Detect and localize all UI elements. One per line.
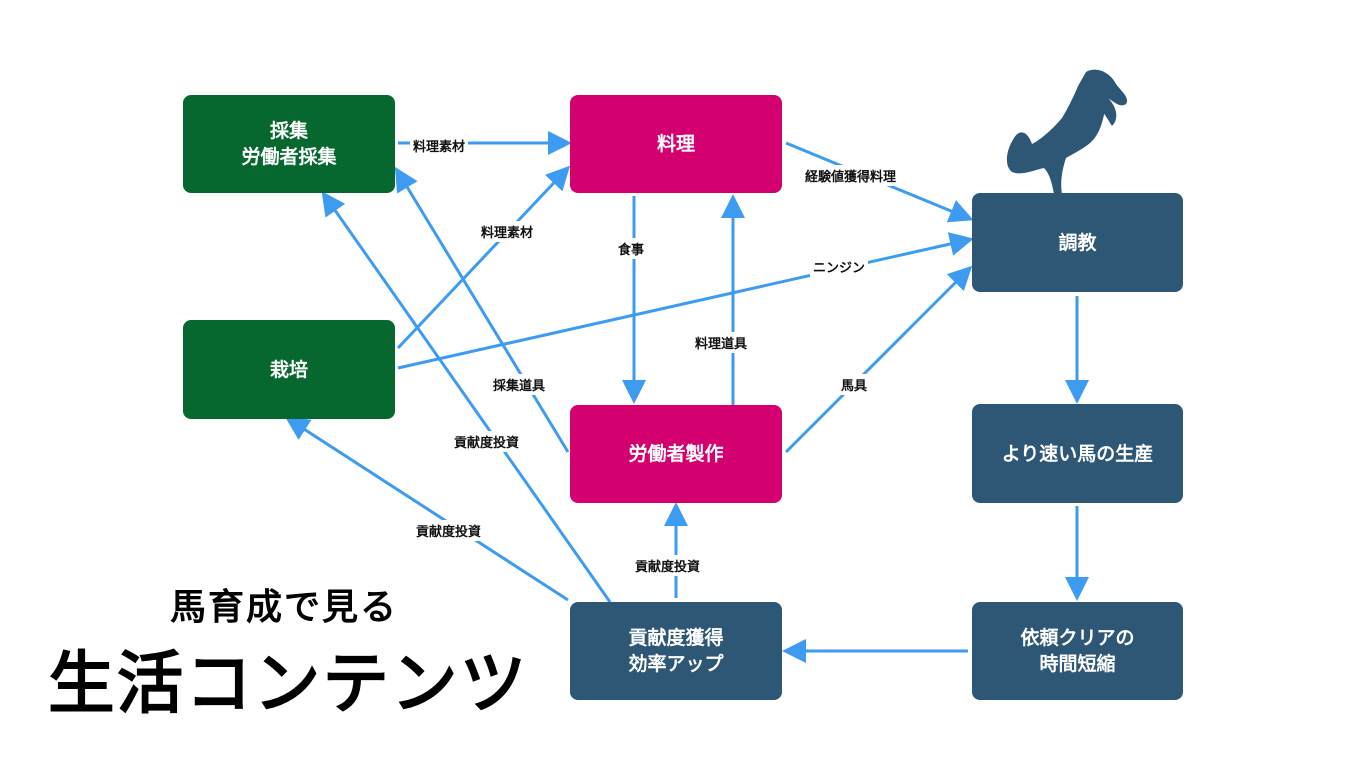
edge-label-invest-to-craft: 貢献度投資 <box>632 555 704 576</box>
title-line-2: 生活コンテンツ <box>48 645 529 724</box>
gathering-node[interactable]: 採集 労働者採集 <box>183 95 395 193</box>
quest-time-line-2: 時間短縮 <box>1039 653 1116 675</box>
gathering-line-1: 採集 <box>269 120 308 142</box>
rearing-horse-icon <box>1006 69 1128 194</box>
cooking-label: 料理 <box>656 133 695 155</box>
edge-label-cooking-tools: 料理道具 <box>692 332 751 353</box>
training-node[interactable]: 調教 <box>972 193 1183 292</box>
arrow-farm-to-cook <box>396 165 571 350</box>
edge-label-farm-to-cook: 料理素材 <box>478 221 537 242</box>
edge-label-cook-to-train: 経験値獲得料理 <box>802 165 900 186</box>
training-label: 調教 <box>1058 231 1097 254</box>
edge-label-invest-to-farm: 貢献度投資 <box>413 520 485 541</box>
edge-label-horse-gear: 馬具 <box>838 374 871 395</box>
title-line-1: 馬育成で見る <box>170 587 399 628</box>
arrow-invest-to-farm <box>284 416 569 602</box>
contribution-line-1: 貢献度獲得 <box>628 627 724 649</box>
edge-label-meal: 食事 <box>615 238 648 259</box>
farming-node[interactable]: 栽培 <box>183 320 395 419</box>
worker-crafting-label: 労働者製作 <box>628 443 724 465</box>
gathering-line-2: 労働者採集 <box>241 146 337 168</box>
contribution-node[interactable]: 貢献度獲得 効率アップ <box>570 602 782 700</box>
arrow-invest-to-gather <box>321 191 612 603</box>
quest-time-line-1: 依頼クリアの <box>1020 627 1135 649</box>
quest-time-node[interactable]: 依頼クリアの 時間短縮 <box>972 602 1183 700</box>
edge-label-carrot: ニンジン <box>810 256 869 277</box>
edge-label-gathering-tools: 採集道具 <box>490 374 549 395</box>
farming-label: 栽培 <box>269 358 308 381</box>
worker-crafting-node[interactable]: 労働者製作 <box>570 405 782 503</box>
edge-label-gather-to-cook: 料理素材 <box>410 135 469 156</box>
edge-label-invest-to-gather: 貢献度投資 <box>451 431 523 452</box>
cooking-node[interactable]: 料理 <box>570 95 782 193</box>
faster-breeding-label: より速い馬の生産 <box>1001 442 1154 465</box>
faster-breeding-node[interactable]: より速い馬の生産 <box>972 404 1183 503</box>
arrow-horse-gear <box>784 265 973 454</box>
contribution-line-2: 効率アップ <box>628 653 724 675</box>
arrow-carrot <box>397 232 974 370</box>
arrow-gathering-tools <box>394 166 570 453</box>
